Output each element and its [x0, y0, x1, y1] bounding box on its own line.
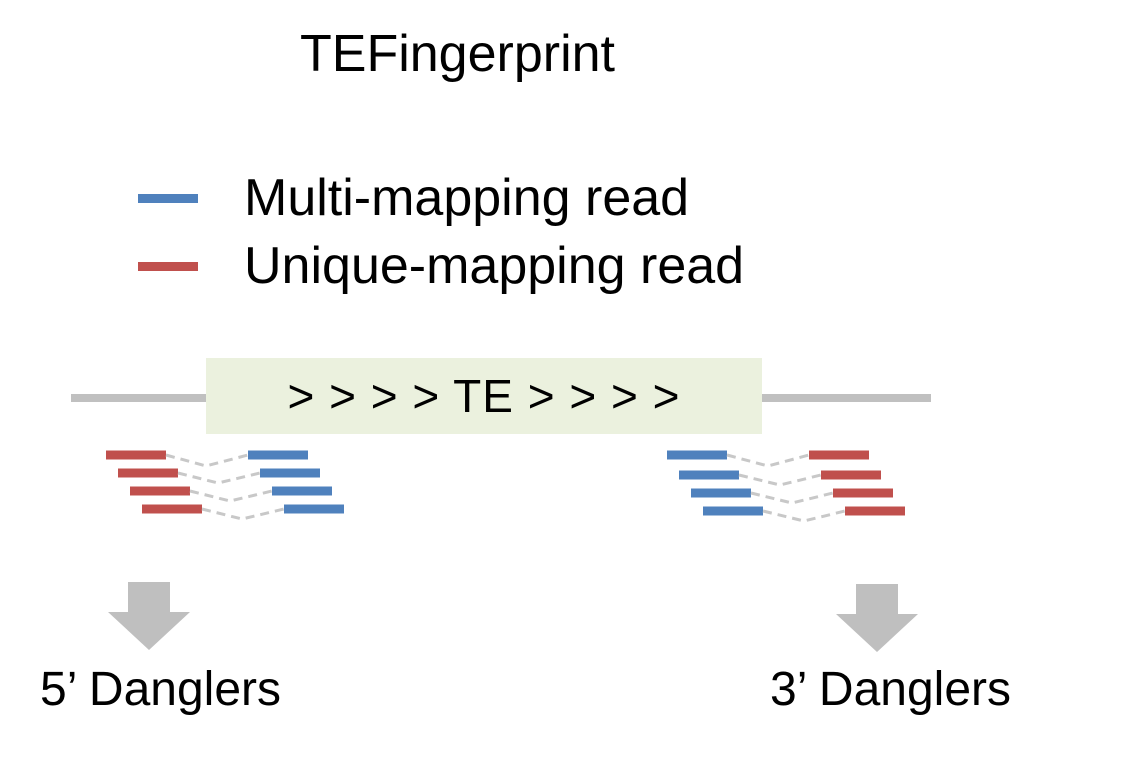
read-pair [118, 468, 320, 485]
read-pair [130, 486, 332, 503]
pair-link [726, 453, 810, 468]
read-pair [679, 470, 881, 487]
legend-unique-mapping: Unique-mapping read [138, 240, 744, 292]
pair-link [165, 453, 249, 468]
read-pair [691, 488, 893, 505]
te-element-box: > > > > TE > > > > [206, 358, 762, 434]
read-pair [703, 506, 905, 523]
pair-link [738, 473, 822, 487]
read-pair [142, 504, 344, 521]
pair-link [762, 509, 846, 523]
read-pair [106, 450, 308, 468]
three-prime-read-pairs [667, 450, 905, 523]
three-prime-down-arrow-icon [836, 584, 918, 652]
genome-line-right [762, 394, 931, 402]
genome-line-left [71, 394, 206, 402]
multi-mapping-swatch [138, 193, 198, 203]
pair-link [201, 507, 285, 521]
pair-link [177, 471, 261, 485]
pair-link [750, 491, 834, 505]
unique-mapping-label: Unique-mapping read [244, 237, 745, 295]
five-prime-down-arrow-icon [108, 582, 190, 650]
read-pair [667, 450, 869, 468]
three-prime-danglers-label: 3’ Danglers [770, 663, 1012, 716]
legend-multi-mapping: Multi-mapping read [138, 172, 689, 224]
pair-link [189, 489, 273, 503]
multi-mapping-label: Multi-mapping read [244, 169, 690, 227]
unique-mapping-swatch [138, 261, 198, 271]
five-prime-read-pairs [106, 450, 344, 521]
five-prime-danglers-label: 5’ Danglers [40, 663, 282, 716]
te-element-label: > > > > TE > > > > [287, 370, 681, 422]
diagram-title: TEFingerprint [300, 25, 615, 83]
